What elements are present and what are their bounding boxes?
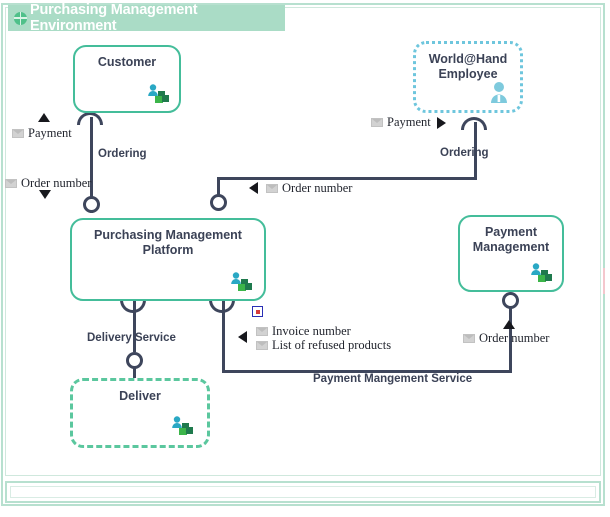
collaboration-icon — [531, 263, 552, 282]
connector-platform-top-right — [217, 177, 220, 209]
ball-platform-ordering-left — [83, 196, 100, 213]
node-platform-label-line1: Purchasing Management — [94, 228, 242, 242]
label-payment-management-service: Payment Mangement Service — [313, 373, 473, 385]
message-order-number-platform-text: Order number — [282, 181, 353, 195]
label-ordering-customer: Ordering — [98, 148, 147, 160]
node-platform-label: Purchasing Management Platform — [72, 228, 264, 258]
envelope-icon — [266, 184, 278, 193]
message-invoice-number-text: Invoice number — [272, 324, 351, 338]
arrow-up-order-number-payment — [503, 320, 515, 329]
connector-employee-down — [474, 122, 477, 179]
node-world-at-hand-employee[interactable]: World@Hand Employee — [413, 41, 523, 113]
page-title: Purchasing Management Environment — [30, 2, 198, 34]
collaboration-icon — [172, 416, 193, 435]
connector-platform-payment-v — [222, 300, 225, 373]
collaboration-icon — [231, 272, 252, 291]
node-customer-label: Customer — [97, 55, 157, 69]
connector-platform-payment-h — [222, 370, 512, 373]
collaboration-icon — [148, 84, 169, 103]
node-payment-management-label-line1: Payment — [484, 225, 538, 239]
arrow-down-order-number-customer — [39, 190, 51, 199]
label-ordering-employee: Ordering — [440, 147, 489, 159]
connector-platform-delivery — [133, 300, 136, 352]
label-delivery-service: Delivery Service — [87, 332, 176, 344]
arrow-left-invoice-number — [238, 331, 247, 343]
message-order-number-customer: Order number — [5, 176, 91, 191]
message-invoice-number: Invoice number — [256, 324, 351, 339]
window-title-bar[interactable]: Purchasing Management Environment — [8, 2, 285, 34]
ball-deliver-delivery-service — [126, 352, 143, 369]
envelope-icon — [12, 129, 24, 138]
node-purchasing-management-platform[interactable]: Purchasing Management Platform — [70, 218, 266, 301]
connector-payment-down — [509, 308, 512, 372]
envelope-icon — [371, 118, 383, 127]
node-deliver-label: Deliver — [119, 389, 161, 403]
envelope-icon — [256, 327, 268, 336]
bottom-status-bar[interactable] — [5, 481, 601, 503]
user-icon — [491, 82, 507, 103]
message-order-number-payment-text: Order number — [479, 331, 550, 345]
message-payment-employee-text: Payment — [387, 115, 431, 129]
node-payment-management-label-line2: Management — [472, 240, 550, 254]
note-icon[interactable] — [252, 306, 263, 317]
message-payment-employee: Payment — [371, 115, 431, 130]
node-employee-label-line1: World@Hand — [428, 52, 508, 66]
envelope-icon — [463, 334, 475, 343]
node-platform-label-line2: Platform — [142, 243, 194, 257]
socket-employee-ordering — [461, 117, 487, 130]
envelope-icon — [5, 179, 17, 188]
message-order-number-payment: Order number — [463, 331, 549, 346]
arrow-left-order-number-platform — [249, 182, 258, 194]
arrow-up-payment-customer — [38, 113, 50, 122]
connector-delivery-deliver — [133, 362, 136, 384]
connector-employee-to-platform-h — [217, 177, 477, 180]
message-payment-customer: Payment — [12, 126, 72, 141]
message-order-number-platform: Order number — [266, 181, 352, 196]
node-payment-management[interactable]: Payment Management — [458, 215, 564, 292]
bottom-status-bar-field[interactable] — [10, 486, 596, 498]
right-edge-marker — [603, 268, 605, 294]
connector-customer-platform — [90, 117, 93, 213]
node-payment-management-label: Payment Management — [460, 225, 562, 255]
node-customer[interactable]: Customer — [73, 45, 181, 113]
socket-customer-ordering — [77, 112, 103, 125]
ball-payment-management-service — [502, 292, 519, 309]
arrow-right-payment-employee — [437, 117, 446, 129]
message-list-of-refused-products-text: List of refused products — [272, 338, 392, 352]
message-order-number-customer-text: Order number — [21, 176, 92, 190]
node-employee-label: World@Hand Employee — [416, 52, 520, 82]
envelope-icon — [256, 341, 268, 350]
message-list-of-refused-products: List of refused products — [256, 338, 391, 353]
node-employee-label-line2: Employee — [438, 67, 498, 81]
message-payment-customer-text: Payment — [28, 126, 72, 140]
node-deliver[interactable]: Deliver — [70, 378, 210, 448]
globe-icon — [14, 11, 27, 25]
ball-platform-ordering-right — [210, 194, 227, 211]
